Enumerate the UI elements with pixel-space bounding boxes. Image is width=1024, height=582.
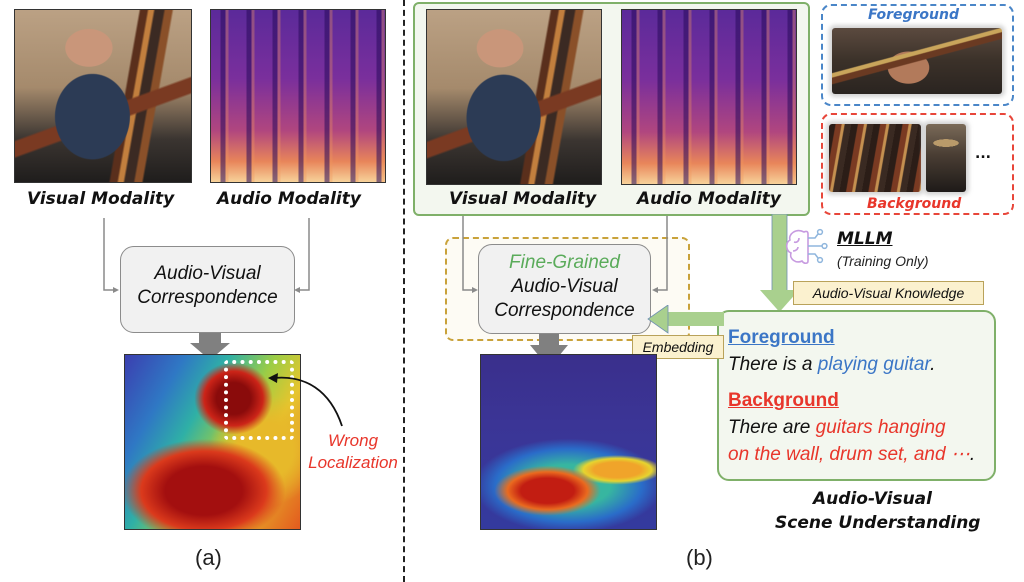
bg-prefix: There are xyxy=(728,417,816,438)
visual-to-correspondence-line-a xyxy=(103,218,117,291)
visual-modality-label-a: Visual Modality xyxy=(27,189,175,209)
wrong-localization-annotation: Wrong Localization xyxy=(303,430,403,474)
correspondence-line1-b: Audio-Visual xyxy=(511,276,618,297)
background-crop-title: Background xyxy=(867,196,962,212)
background-crop-frame xyxy=(821,113,1014,215)
caption-b: (b) xyxy=(686,545,713,570)
panel-divider xyxy=(403,0,405,582)
visual-modality-image-a xyxy=(14,9,192,183)
foreground-crop-frame xyxy=(821,4,1014,106)
wrong-region-dotted-box xyxy=(224,360,294,440)
audio-spectrogram-image-b xyxy=(621,9,797,185)
audio-modality-label-a: Audio Modality xyxy=(217,189,361,209)
annotation-line1: Wrong xyxy=(327,431,379,450)
arrowhead-left-a xyxy=(113,287,119,293)
correspondence-line1-a: Audio-Visual xyxy=(154,263,261,284)
knowledge-down-arrow xyxy=(760,214,799,312)
foreground-crop-title: Foreground xyxy=(868,7,959,23)
scene-background-heading: Background xyxy=(728,390,839,411)
fg-highlight: playing guitar xyxy=(817,354,931,375)
scene-title-line1: Audio-Visual xyxy=(813,489,932,509)
bg-highlight-line2: on the wall, drum set, and ⋯ xyxy=(728,444,970,465)
bg-highlight-line1: guitars hanging xyxy=(815,417,946,438)
bg-suffix: . xyxy=(969,444,976,465)
mllm-title: MLLM xyxy=(837,229,893,249)
background-crop-image-drums xyxy=(926,124,966,192)
scene-title: Audio-Visual Scene Understanding xyxy=(775,487,981,535)
scene-understanding-box xyxy=(717,310,996,481)
correspondence-line2-b: Correspondence xyxy=(494,300,635,321)
down-arrow-a xyxy=(190,331,230,360)
connector-lines-a xyxy=(103,218,310,360)
scene-background-sentence: There are guitars hanging on the wall, d… xyxy=(728,414,975,468)
foreground-crop-image xyxy=(832,28,1002,94)
fg-suffix: . xyxy=(930,354,936,375)
audio-to-correspondence-line-a xyxy=(296,218,310,291)
scene-foreground-heading: Foreground xyxy=(728,327,835,348)
scene-text: Foreground There is a playing guitar. Ba… xyxy=(728,324,975,468)
annotation-arrow xyxy=(268,373,343,427)
down-arrow-b xyxy=(530,332,568,368)
fg-prefix: There is a xyxy=(728,354,818,375)
connector-lines-b xyxy=(462,216,668,368)
scene-foreground-sentence: There is a playing guitar. xyxy=(728,351,975,378)
embedding-tag: Embedding xyxy=(632,335,724,359)
scene-title-line2: Scene Understanding xyxy=(775,513,981,533)
annotation-line2: Localization xyxy=(308,453,398,472)
visual-modality-image-b xyxy=(426,9,602,185)
arrowhead-right-a xyxy=(294,287,300,293)
visual-to-correspondence-line-b xyxy=(462,216,476,291)
arrowhead-right-b xyxy=(652,287,658,293)
background-crop-ellipsis: ... xyxy=(975,146,991,162)
audio-to-correspondence-line-b xyxy=(654,216,668,291)
caption-a: (a) xyxy=(195,545,222,570)
visual-modality-label-b: Visual Modality xyxy=(449,189,597,209)
fine-grained-correspondence-box: Fine-Grained Audio-Visual Correspondence xyxy=(478,244,651,334)
localization-heatmap-b xyxy=(480,354,657,530)
audio-spectrogram-image-a xyxy=(210,9,386,183)
audio-modality-label-b: Audio Modality xyxy=(637,189,781,209)
localization-heatmap-a xyxy=(124,354,301,530)
mllm-note: (Training Only) xyxy=(837,253,929,269)
embedding-left-arrow xyxy=(647,305,724,334)
correspondence-line2-a: Correspondence xyxy=(137,287,278,308)
fine-grained-label: Fine-Grained xyxy=(509,252,620,273)
audio-visual-knowledge-tag: Audio-Visual Knowledge xyxy=(793,281,984,305)
brain-circuit-icon xyxy=(785,228,828,265)
background-crop-image-guitars xyxy=(829,124,921,192)
arrowhead-left-b xyxy=(472,287,478,293)
audio-visual-correspondence-box-a: Audio-Visual Correspondence xyxy=(120,246,295,333)
